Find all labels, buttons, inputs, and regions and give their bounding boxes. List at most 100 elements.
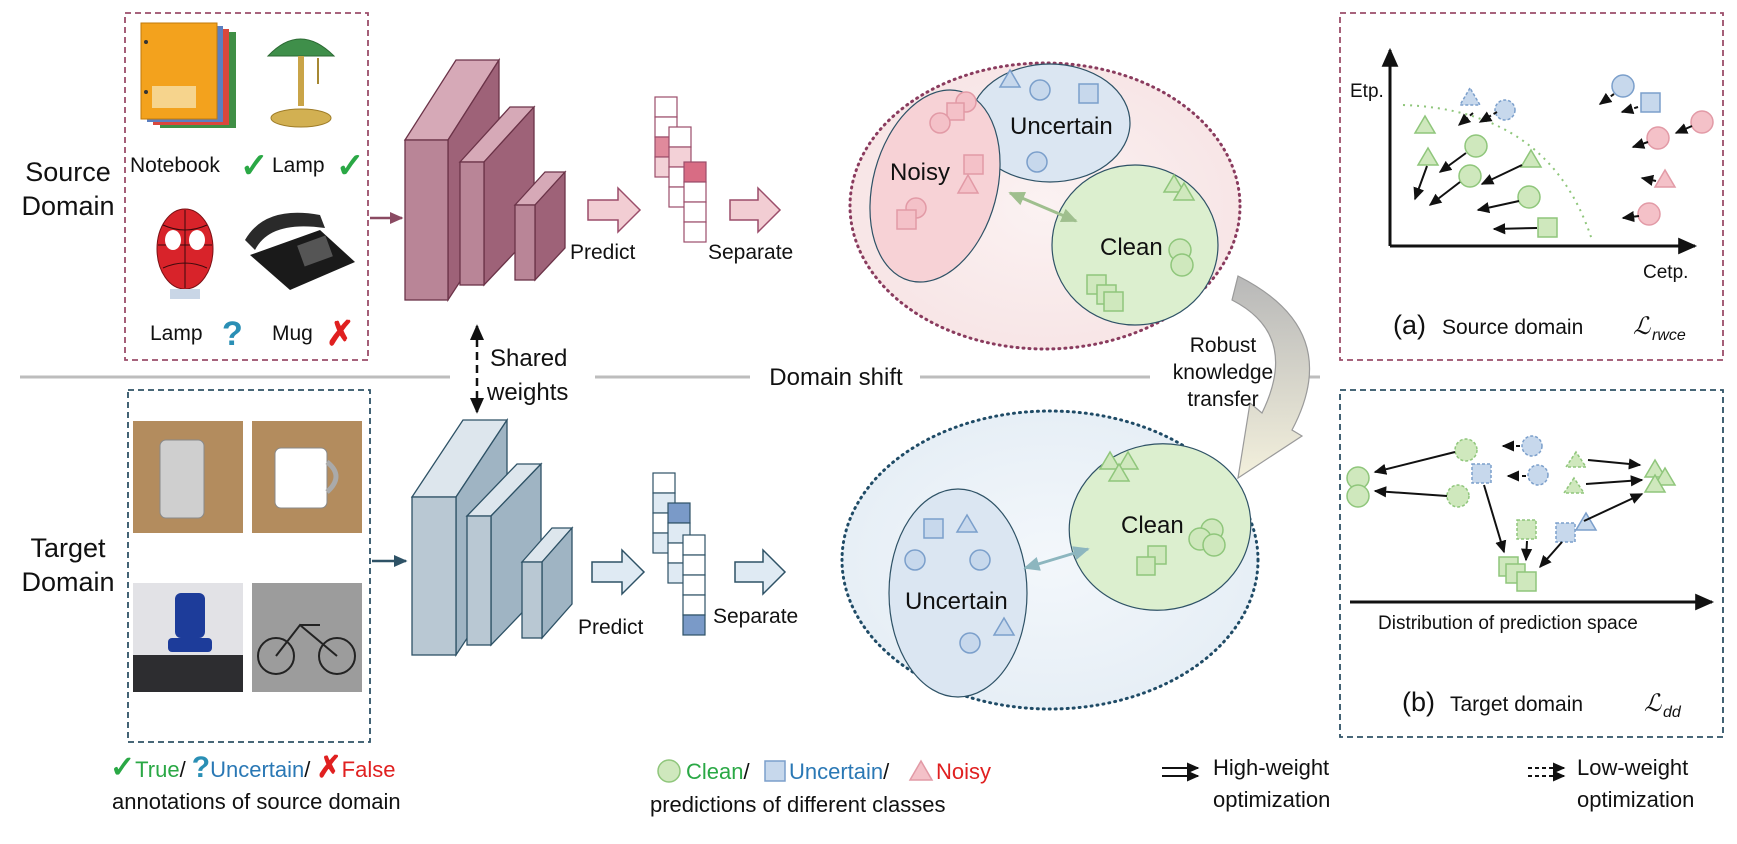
source-noisy-label: Noisy <box>890 159 950 186</box>
target-images-box <box>127 389 371 743</box>
source-uncertain-label: Uncertain <box>1010 113 1113 140</box>
target-clean-cluster <box>1068 443 1252 611</box>
source-uncertain-points <box>998 68 1099 173</box>
panel-a-uncertain-points <box>1458 74 1661 121</box>
speaker-photo <box>133 421 243 533</box>
legend-false-icon: ✗ <box>317 751 342 784</box>
panel-b-clean-points <box>1346 438 1677 592</box>
lamp-label-1: Lamp <box>272 154 325 177</box>
target-prediction-vectors <box>652 472 706 636</box>
legend-uncertain-icon-square <box>764 760 786 782</box>
panel-b-uncertain-points <box>1471 435 1598 543</box>
notebook-image <box>140 22 236 128</box>
source-clean-points <box>1086 173 1196 312</box>
low-weight-label-2: optimization <box>1577 787 1694 812</box>
legend-true-label: True <box>135 757 179 782</box>
panel-a-y-label: Etp. <box>1350 81 1384 102</box>
legend-true-icon: ✓ <box>110 751 135 784</box>
source-separate-label: Separate <box>708 241 793 264</box>
panel-b-axis-label: Distribution of prediction space <box>1378 613 1638 634</box>
legend-sep-1: / <box>180 757 192 782</box>
target-uncertain-label: Uncertain <box>905 588 1008 615</box>
source-images-box <box>124 12 369 361</box>
legend-noisy-icon <box>908 759 934 781</box>
source-separate-arrow <box>729 186 782 234</box>
legend-high-weight: High-weight optimization <box>1162 755 1330 812</box>
legend-false-label: False <box>342 757 396 782</box>
domain-shift-label: Domain shift <box>769 364 903 391</box>
target-uncertain-clean-link <box>1023 546 1090 571</box>
legend-predictions: Clean/ Uncertain/ Noisy predictions of d… <box>650 759 991 817</box>
shared-weights-label-1: Shared <box>490 345 567 372</box>
panel-a-optimization-arrows <box>1413 92 1693 235</box>
panel-b-optimization-arrows <box>1373 440 1644 569</box>
legend-noisy-label: Noisy <box>936 759 991 784</box>
source-noisy-clean-link <box>1008 191 1078 223</box>
panel-a-clean-points <box>1413 114 1558 238</box>
legend-uncertain-pred-label: Uncertain <box>789 759 883 784</box>
target-uncertain-points <box>904 513 1016 654</box>
question-mark-icon: ? <box>222 315 243 353</box>
source-clean-label: Clean <box>1100 234 1163 261</box>
legend-sep-2: / <box>304 757 316 782</box>
legend-uncertain-icon: ? <box>192 751 210 784</box>
panel-b-box <box>1339 389 1724 738</box>
bicycle-photo <box>252 583 362 692</box>
low-weight-label-1: Low-weight <box>1577 755 1688 780</box>
high-weight-label-1: High-weight <box>1213 755 1329 780</box>
transfer-label-1: Robust <box>1190 334 1257 357</box>
legend-sep-3: / <box>743 759 750 784</box>
panel-b-loss-symbol: ℒ <box>1644 690 1662 717</box>
panel-b-caption-text: Target domain <box>1450 693 1583 716</box>
legend-low-weight: Low-weight optimization <box>1528 755 1694 812</box>
target-predict-label: Predict <box>578 616 644 639</box>
target-predict-arrow <box>591 548 646 596</box>
legend-clean-label: Clean <box>686 759 743 784</box>
legend-sep-4: / <box>883 759 890 784</box>
svg-text:✓True/ ?Uncertain/ ✗False: ✓True/ ?Uncertain/ ✗False <box>110 751 395 784</box>
notebook-label: Notebook <box>130 154 220 177</box>
source-domain-label-1: Source <box>25 157 111 187</box>
spiderman-lamp-image <box>156 208 214 299</box>
target-uncertain-cluster <box>888 488 1028 698</box>
knowledge-transfer-arrow <box>1231 275 1311 480</box>
panel-a-x-label: Cetp. <box>1643 262 1688 283</box>
source-prediction-vectors <box>654 96 707 243</box>
svg-text:Clean/: Clean/ <box>686 759 750 784</box>
telephone-image <box>245 212 355 290</box>
target-separate-label: Separate <box>713 605 798 628</box>
panel-a-boundary-curve <box>1402 104 1593 241</box>
high-weight-label-2: optimization <box>1213 787 1330 812</box>
panel-a-loss-symbol: ℒ <box>1633 313 1651 340</box>
panel-a-caption-prefix: (a) <box>1393 310 1426 340</box>
target-clean-label: Clean <box>1121 512 1184 539</box>
panel-a-noisy-points <box>1637 110 1714 226</box>
notebook-check-icon: ✓ <box>240 147 269 185</box>
panel-a-loss-subscript: rwce <box>1652 327 1686 344</box>
office-chair-photo <box>133 583 243 692</box>
lamp-label-2: Lamp <box>150 322 203 345</box>
transfer-label-3: transfer <box>1187 388 1258 411</box>
source-network <box>403 57 567 303</box>
target-clean-points <box>1098 450 1226 576</box>
target-separate-arrow <box>734 548 787 596</box>
target-domain-label-2: Domain <box>21 567 114 597</box>
legend-predictions-caption: predictions of different classes <box>650 792 946 817</box>
source-predict-arrow <box>587 186 642 234</box>
source-domain-label-2: Domain <box>21 191 114 221</box>
legend-uncertain-label: Uncertain <box>210 757 304 782</box>
target-network <box>410 417 574 658</box>
panel-b-caption-prefix: (b) <box>1402 687 1435 717</box>
banker-lamp-image <box>266 38 336 128</box>
source-noisy-cluster <box>869 89 1001 283</box>
mug-photo <box>252 421 362 533</box>
legend-annotations-caption: annotations of source domain <box>112 789 401 814</box>
lamp-check-icon: ✓ <box>336 147 365 185</box>
target-domain-label-1: Target <box>30 533 106 563</box>
cross-mark-icon: ✗ <box>326 315 355 353</box>
source-predict-label: Predict <box>570 241 636 264</box>
source-noisy-points <box>896 91 984 230</box>
mug-label: Mug <box>272 322 313 345</box>
panel-a-box <box>1339 12 1724 361</box>
